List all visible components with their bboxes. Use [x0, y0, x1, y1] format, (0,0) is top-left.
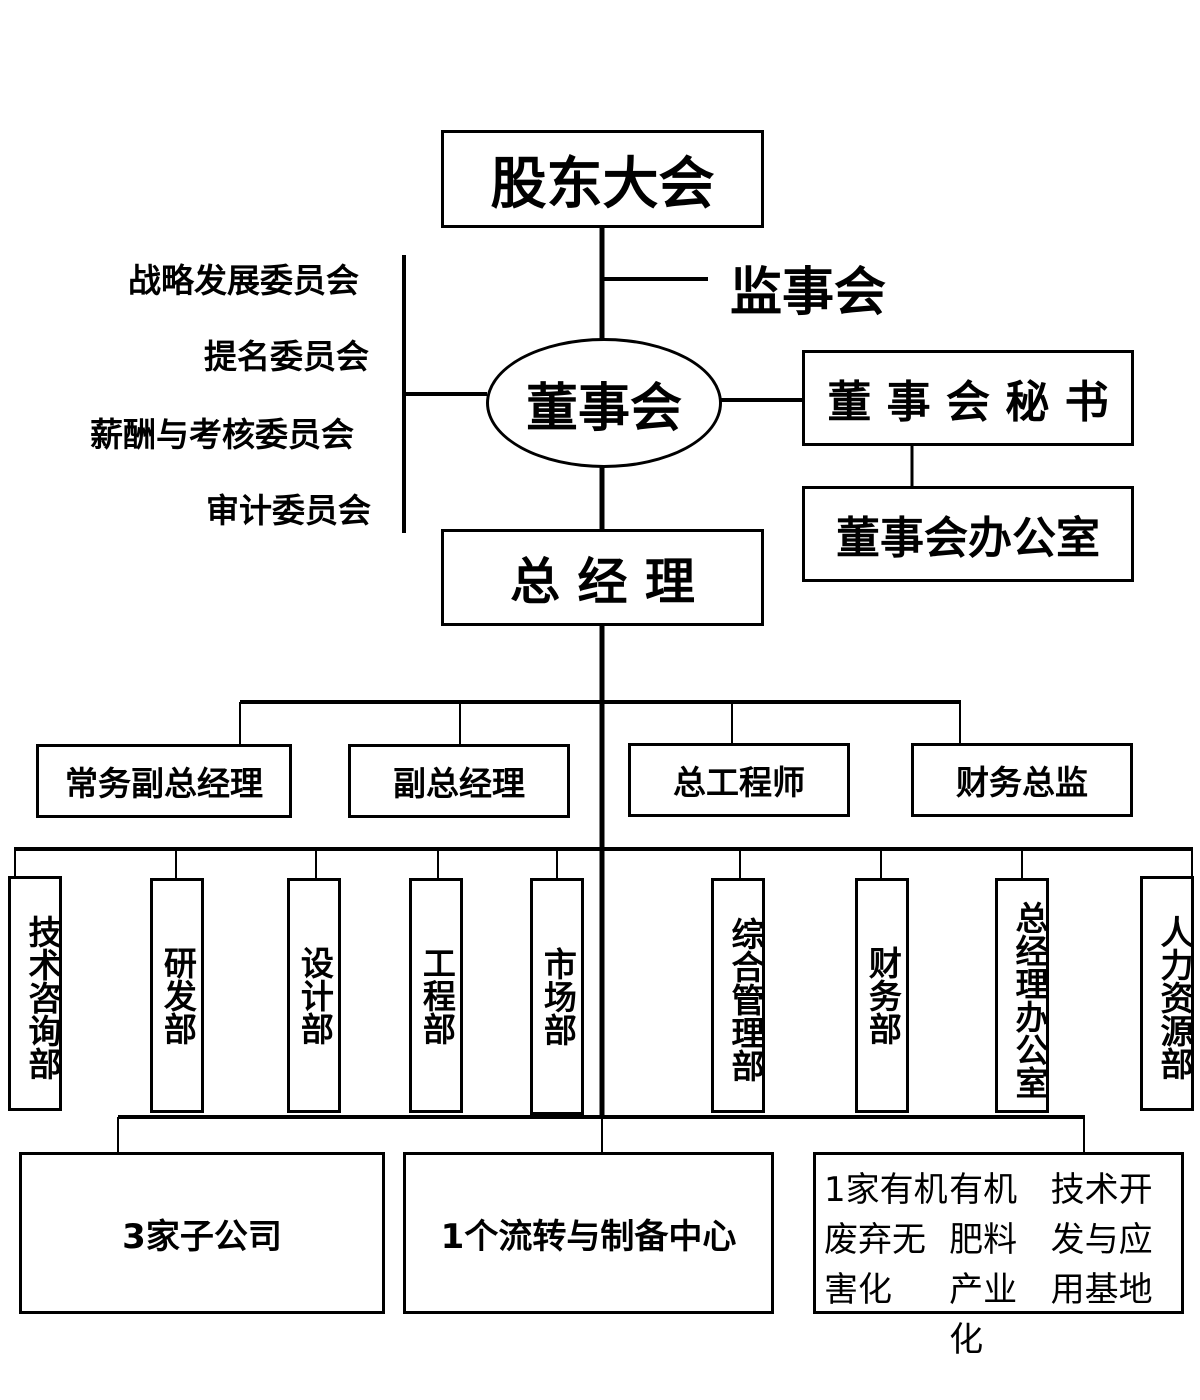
- committee-audit: 审计委员会: [206, 491, 371, 530]
- department-gm-office: 总经理办公室: [995, 878, 1049, 1113]
- processing-center-box: 1个流转与制备中心: [403, 1152, 774, 1314]
- department-admin: 综合管理部: [711, 878, 765, 1113]
- tech-base-line: 技术开发与应用基地: [1050, 1170, 1153, 1310]
- committee-nomination: 提名委员会: [204, 337, 369, 376]
- general-manager-box: 总 经 理: [441, 529, 764, 626]
- executive-box: 常务副总经理: [36, 744, 292, 818]
- executive-box: 财务总监: [911, 743, 1133, 817]
- board-oval: 董事会: [486, 338, 722, 468]
- department-hr: 人力资源部: [1140, 876, 1194, 1111]
- department-design: 设计部: [287, 878, 341, 1113]
- tech-base-line: 1家有机废弃无害化: [824, 1170, 948, 1310]
- department-engineering: 工程部: [409, 878, 463, 1113]
- department-market: 市场部: [530, 878, 584, 1115]
- shareholders-box: 股东大会: [441, 130, 764, 228]
- committee-strategy: 战略发展委员会: [128, 261, 359, 300]
- committee-compensation: 薪酬与考核委员会: [90, 415, 354, 454]
- subsidiary-companies-box: 3家子公司: [19, 1152, 385, 1314]
- tech-base-line: 有机肥料产业化: [949, 1170, 1018, 1360]
- executive-box: 总工程师: [628, 743, 850, 817]
- board-secretary-box: 董 事 会 秘 书: [802, 350, 1134, 446]
- department-consulting: 技术咨询部: [8, 876, 62, 1111]
- tech-base-box: 1家有机废弃无害化 有机肥料产业化 技术开发与应用基地: [813, 1152, 1184, 1360]
- department-rnd: 研发部: [150, 878, 204, 1113]
- supervisors-label: 监事会: [730, 263, 887, 323]
- board-office-box: 董事会办公室: [802, 486, 1134, 582]
- department-finance: 财务部: [855, 878, 909, 1113]
- executive-box: 副总经理: [348, 744, 570, 818]
